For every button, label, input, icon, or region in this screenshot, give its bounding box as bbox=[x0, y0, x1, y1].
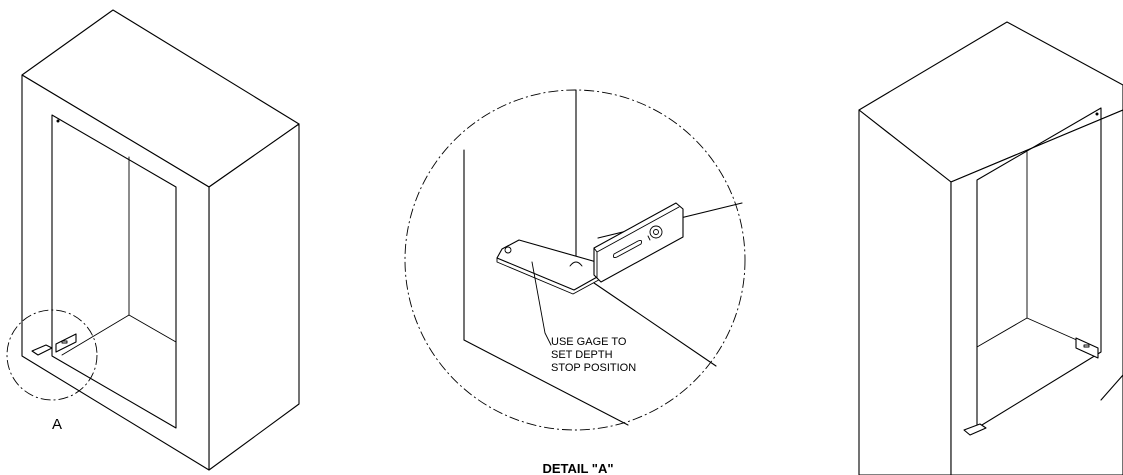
right-cabinet-front-frame bbox=[950, 109, 1123, 475]
right-frame-lower-edge bbox=[1100, 374, 1123, 401]
right-interior-floor-left bbox=[976, 317, 1028, 348]
note-leader-line bbox=[531, 261, 552, 346]
left-cabinet-view: A bbox=[6, 9, 300, 471]
detail-a-view: USE GAGE TO SET DEPTH STOP POSITION DETA… bbox=[404, 89, 746, 475]
note-line-2: SET DEPTH bbox=[551, 349, 613, 361]
left-cabinet-front-face bbox=[21, 74, 210, 471]
note-line-3: STOP POSITION bbox=[551, 362, 636, 374]
depth-stop-bracket bbox=[593, 202, 684, 283]
gage-notch bbox=[569, 261, 583, 267]
detail-a-callout-label: A bbox=[52, 416, 62, 433]
left-depth-stop-gage bbox=[31, 344, 53, 356]
detail-front-bottom-edge bbox=[463, 339, 629, 426]
left-cabinet-opening bbox=[51, 114, 177, 429]
right-cabinet-view bbox=[858, 21, 1123, 475]
detail-a-title: DETAIL "A" bbox=[542, 461, 613, 475]
detail-floor-edge bbox=[593, 282, 717, 367]
bracket-screw-center bbox=[653, 229, 659, 235]
left-bracket-slot bbox=[61, 340, 68, 344]
detail-a-boundary-circle bbox=[404, 89, 746, 431]
right-corner-mark bbox=[1095, 112, 1099, 116]
detail-a-callout-circle bbox=[6, 309, 98, 401]
left-interior-floor bbox=[128, 314, 177, 343]
right-depth-stop-gage bbox=[963, 423, 987, 436]
right-cabinet-opening bbox=[976, 107, 1102, 429]
depth-gage-plate bbox=[496, 239, 608, 291]
note-line-1: USE GAGE TO bbox=[551, 336, 627, 348]
left-corner-mark bbox=[56, 119, 60, 123]
bracket-screw-shank bbox=[647, 235, 651, 241]
right-bracket-slot bbox=[1083, 344, 1090, 348]
left-interior-floor-front bbox=[61, 314, 130, 356]
bracket-adjustment-slot bbox=[612, 239, 643, 259]
right-cabinet-front-face bbox=[858, 109, 952, 475]
right-depth-stop-bracket bbox=[1075, 337, 1099, 359]
bracket-screw-head bbox=[649, 225, 663, 239]
gage-corner-hole bbox=[504, 246, 512, 254]
depth-stop-bracket-thickness bbox=[593, 206, 680, 279]
